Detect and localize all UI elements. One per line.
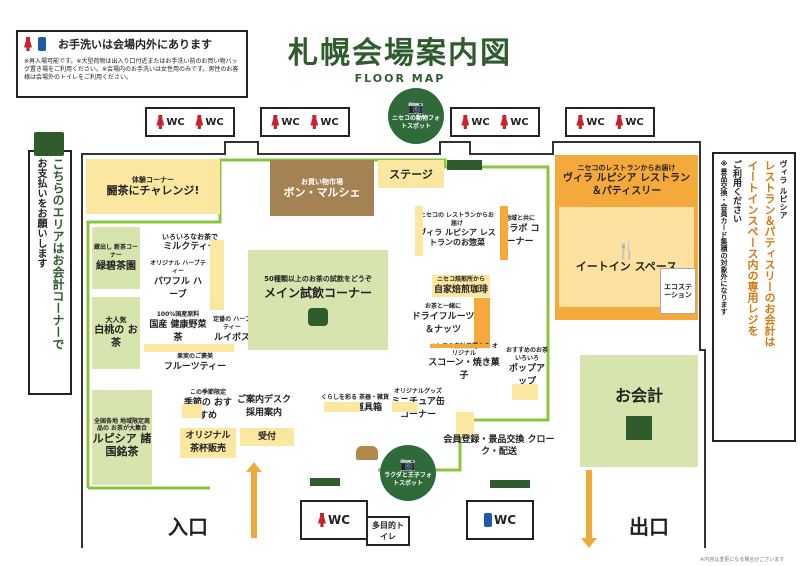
right-payment-sign: ヴィラ ルピシア レストラン＆パティスリーのお会計は イートインスペース内の専用… <box>712 152 796 442</box>
booth-strip <box>474 298 490 344</box>
booth-kaikei: お会計 <box>580 355 698 467</box>
page-subtitle: FLOOR MAP <box>354 71 446 85</box>
booth-uketsuke: 受付 <box>240 428 294 446</box>
female-restroom-icon <box>500 115 509 129</box>
booth-milk: いろいろなお茶で ミルクティー <box>162 232 218 252</box>
shopping-bag-icon <box>626 416 652 440</box>
booth-yasai: 100%国産原料 国産 健康野菜茶 <box>149 311 207 343</box>
booth-kaiin: 会員登録・景品交換 クローク・配送 <box>443 435 555 457</box>
female-restroom-icon <box>461 115 470 129</box>
female-restroom-icon <box>576 115 585 129</box>
exit-arrow-head <box>581 538 597 548</box>
entrance-label: 入口 <box>168 514 208 539</box>
multi-purpose-toilet: 多目的トイレ <box>366 516 410 546</box>
photo-spot-top: 📷 ニセコの動物フォトスポット <box>388 88 444 144</box>
wc-top-1: WC WC <box>145 107 235 137</box>
booth-fruit: 果実のご褒美 フルーツティー <box>163 352 227 372</box>
fine-print: ※再入場可能です。※大型荷物は出入り口付近またはお手洗い前のお買い物バッグ置き場… <box>24 58 239 81</box>
restroom-notice-text: お手洗いは会場内外にあります <box>58 38 212 51</box>
booth-annai: ご案内デスク 採用案内 <box>232 392 296 422</box>
booth-coffee: ニセコ焙煎所から 自家焙煎珈琲 <box>432 275 490 297</box>
male-restroom-icon <box>483 513 492 527</box>
camera-icon: 📷 <box>399 457 417 472</box>
booth-chahai: オリジナル 茶杯販売 <box>180 428 236 458</box>
booth-strip <box>430 344 490 348</box>
booth-restaurant-area: ニセコのレストランからお届け ヴィラ ルピシア レストラン＆パティスリー 🍴 イ… <box>555 155 698 320</box>
booth-strip <box>392 402 418 412</box>
eco-station: エコステーション <box>660 268 696 314</box>
booth-toucha: 体験コーナー 闘茶にチャレンジ! <box>86 159 220 214</box>
booth-villa-sozai: ニセコの レストランからお届け ヴィラ ルピシア レストランのお惣菜 <box>418 212 496 247</box>
booth-herb: オリジナル ハーブティー パワフル ハーブ <box>150 260 206 300</box>
booth-strip <box>500 206 508 260</box>
booth-strip <box>512 384 538 400</box>
wc-top-2: WC WC <box>260 107 350 137</box>
booth-strip <box>182 404 202 418</box>
booth-stage: ステージ <box>378 160 444 188</box>
shopping-bag-icon <box>34 132 64 156</box>
booth-shoko: 全国各地 地域限定商品の お茶が大集合 ルピシア 諸国銘茶 <box>92 390 152 485</box>
booth-bon-marche: お買い物市場 ボン・マルシェ <box>270 160 374 216</box>
camel-icon <box>356 446 378 460</box>
booth-strip <box>415 206 423 256</box>
wc-bottom-female: WC <box>300 500 368 540</box>
female-restroom-icon <box>317 513 326 527</box>
female-restroom-icon <box>156 115 165 129</box>
female-restroom-icon <box>271 115 280 129</box>
camera-icon: 📷 <box>407 100 425 115</box>
booth-rooibos: 定番の ハーブティー ルイボス <box>213 315 251 343</box>
restroom-notice-box: お手洗いは会場内外にあります ※再入場可能です。※大型荷物は出入り口付近またはお… <box>16 30 248 98</box>
booth-dry-fruit: お茶と一緒に ドライフルーツ ＆ナッツ <box>411 303 475 335</box>
photo-spot-bottom: 📷 ラクダと王子フォトスポット <box>380 445 436 501</box>
booth-scone: ニセコの自社工場から オリジナル スコーン・焼き菓子 <box>428 343 500 381</box>
fork-knife-icon: 🍴 <box>616 241 637 260</box>
booth-hakuto: 大人気 白桃の お茶 <box>92 297 140 369</box>
booth-collabo: 地域と共に コラボ コーナー <box>500 215 540 247</box>
booth-strip <box>144 344 234 352</box>
left-payment-sign: こちらのエリアはお会計コーナーで お支払いをお願いします <box>28 150 72 395</box>
exit-label: 出口 <box>629 514 669 539</box>
teapot-icon <box>308 307 328 326</box>
wc-bottom-male: WC <box>466 500 534 540</box>
wc-top-3: WC WC <box>450 107 540 137</box>
exit-arrow <box>586 470 592 538</box>
booth-popup: おすすめのお茶 いろいろ ポップアップ <box>505 347 548 387</box>
booth-strip <box>324 402 360 412</box>
booth-strip <box>210 240 224 310</box>
footer-note: ※内容は変更になる場合がございます <box>700 557 785 563</box>
booth-kisetsu: この季節限定 季節の おすすめ <box>183 389 233 421</box>
female-restroom-icon <box>615 115 624 129</box>
entrance-arrow <box>251 470 257 538</box>
female-restroom-icon <box>195 115 204 129</box>
male-restroom-icon <box>38 37 46 51</box>
wc-top-4: WC WC <box>565 107 655 137</box>
female-restroom-icon <box>310 115 319 129</box>
female-restroom-icon <box>24 37 32 51</box>
page-title: 札幌会場案内図 <box>288 36 512 71</box>
booth-main-tasting: 50種類以上のお茶の試飲をどうぞ メイン試飲コーナー <box>248 250 388 350</box>
booth-ryokucha: 蔵出し 新茶コーナー 緑碧茶園 <box>92 227 140 289</box>
booth-strip <box>456 412 474 436</box>
entrance-arrow-head <box>246 462 262 472</box>
